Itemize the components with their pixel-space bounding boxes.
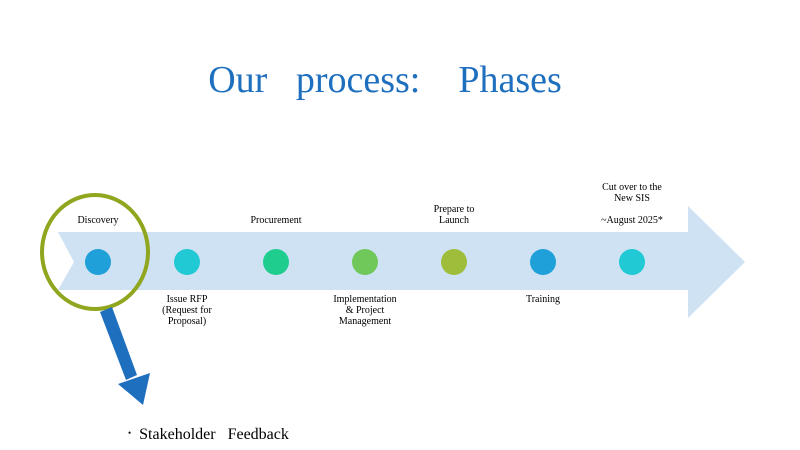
phase-nodes: [85, 249, 645, 275]
bullet-stakeholder-feedback: Stakeholder Feedback: [139, 426, 289, 443]
bullet-list: • Stakeholder Feedback: [120, 408, 289, 444]
phase-node-icon: [441, 249, 467, 275]
phase-label: Procurement: [250, 215, 302, 226]
phase-label: Training: [525, 294, 561, 305]
timeline-arrow: [58, 206, 745, 318]
phase-node-icon: [263, 249, 289, 275]
phase-label: Implementation & Project Management: [333, 294, 397, 327]
phase-label: Cut over to the New SIS ~August 2025*: [601, 182, 663, 226]
phase-node-icon: [530, 249, 556, 275]
highlight-circle-icon: [40, 193, 150, 311]
phase-node-icon: [619, 249, 645, 275]
phase-node-icon: [352, 249, 378, 275]
phase-node-icon: [85, 249, 111, 275]
page-title: Our process: Phases: [208, 59, 562, 101]
phase-label: Discovery: [77, 215, 119, 226]
bullet-dot: •: [128, 428, 132, 438]
phase-label: Issue RFP (Request for Proposal): [162, 294, 212, 327]
phase-label: Prepare to Launch: [433, 204, 475, 226]
down-arrow-icon: [100, 307, 150, 405]
phase-node-icon: [174, 249, 200, 275]
